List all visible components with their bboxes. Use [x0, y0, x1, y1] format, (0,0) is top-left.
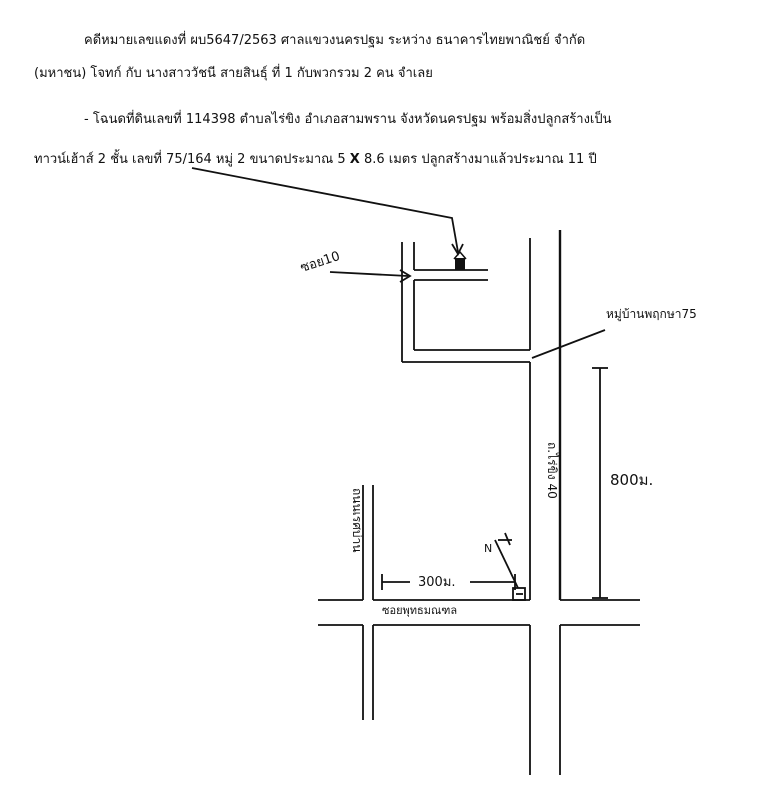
property-size-multiplier: X — [349, 152, 360, 167]
vertical-distance-label: 800ม. — [610, 471, 653, 489]
village-pointer — [531, 329, 606, 359]
north-pointer-line — [494, 539, 519, 589]
horizontal-distance-label: 300ม. — [418, 575, 456, 590]
house-icon — [453, 250, 467, 270]
property-description-line: ทาวน์เฮ้าส์ 2 ชั้น เลขที่ 75/164 หมู่ 2 … — [34, 151, 597, 169]
case-number-line: คดีหมายเลขแดงที่ ผบ5647/2563 ศาลแขวงนครป… — [84, 33, 586, 48]
bottom-road-label: ซอยพุทธมณฑล — [382, 604, 457, 617]
pointer-arrow — [191, 167, 459, 253]
main-road-label: ถ.ไร่ขิง 40 — [545, 442, 559, 499]
property-marker-box — [512, 587, 526, 601]
left-road-label: ถนนเรศบ่าน — [350, 488, 364, 552]
title-deed-line: - โฉนดที่ดินเลขที่ 114398 ตำบลไร่ขิง อำเ… — [84, 112, 612, 127]
soi10-arrow — [329, 271, 409, 277]
property-description-part2: 8.6 เมตร ปลูกสร้างมาแล้วประมาณ 11 ปี — [359, 152, 597, 167]
property-description-part1: ทาวน์เฮ้าส์ 2 ชั้น เลขที่ 75/164 หมู่ 2 … — [34, 152, 350, 167]
village-label: หมู่บ้านพฤกษา75 — [606, 307, 697, 322]
parties-line: (มหาชน) โจทก์ กับ นางสาววัชนี สายสินธุ์ … — [34, 66, 433, 81]
north-label: N — [484, 542, 492, 555]
